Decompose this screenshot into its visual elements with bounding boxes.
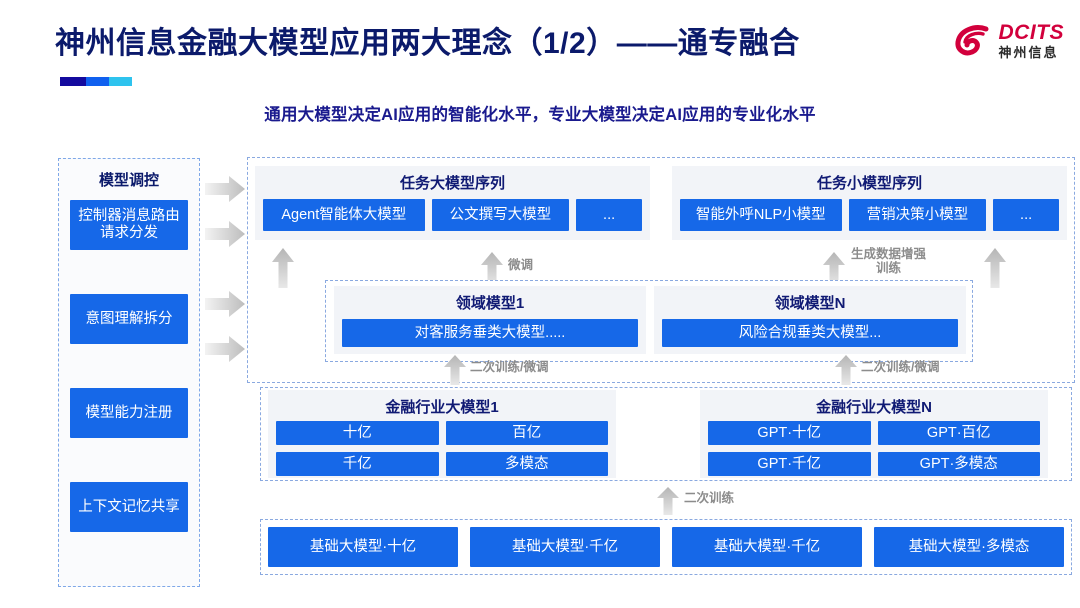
accent-bar: [60, 77, 132, 86]
domain-model-n-title: 领域模型N: [774, 295, 846, 312]
domain-model-n-row: 风险合规垂类大模型...: [654, 313, 966, 355]
model-box-base-multimodal[interactable]: 基础大模型·多模态: [874, 527, 1064, 567]
model-box-base-shiyi[interactable]: 基础大模型·十亿: [268, 527, 458, 567]
caption-data-augmentation: 生成数据增强 训练: [851, 247, 926, 276]
industry-model-n-title: 金融行业大模型N: [816, 399, 932, 416]
flow-arrow-up-left-edge: [272, 248, 294, 288]
accent-segment-1: [60, 77, 86, 86]
model-box-more-large[interactable]: ...: [576, 199, 642, 231]
model-box-indn-gpt-qianyi[interactable]: GPT·千亿: [708, 452, 871, 476]
base-model-row: 基础大模型·十亿 基础大模型·千亿 基础大模型·千亿 基础大模型·多模态: [268, 527, 1064, 567]
model-control-title: 模型调控: [98, 172, 159, 189]
flow-arrow-up-right-edge: [984, 248, 1006, 288]
flow-arrow-up-data-aug: [823, 252, 845, 286]
model-box-risk-compliance-vertical[interactable]: 风险合规垂类大模型...: [662, 319, 958, 347]
industry-model-1-title: 金融行业大模型1: [385, 399, 499, 416]
industry-model-1-grid: 十亿 百亿 千亿 多模态: [268, 417, 616, 484]
domain-model-1-title: 领域模型1: [455, 295, 525, 312]
logo-chinese: 神州信息: [998, 44, 1059, 60]
caption-retrain-finetune-left: 二次训练/微调: [470, 360, 549, 374]
sidebar-item-context-memory-share[interactable]: 上下文记忆共享: [70, 482, 188, 532]
page-subtitle: 通用大模型决定AI应用的智能化水平，专业大模型决定AI应用的专业化水平: [264, 106, 816, 124]
caption-fine-tune: 微调: [508, 258, 534, 272]
model-box-ind1-qianyi[interactable]: 千亿: [276, 452, 439, 476]
caption-retrain-finetune-right: 二次训练/微调: [861, 360, 940, 374]
industry-model-n-panel: 金融行业大模型N GPT·十亿 GPT·百亿 GPT·千亿 GPT·多模态: [700, 390, 1048, 478]
domain-model-n-panel: 领域模型N 风险合规垂类大模型...: [654, 286, 966, 354]
model-box-more-small[interactable]: ...: [993, 199, 1059, 231]
flow-arrow-up-retrain-right: [835, 355, 857, 385]
caption-retrain-center: 二次训练: [684, 491, 735, 505]
task-large-model-row: Agent智能体大模型 公文撰写大模型 ...: [255, 193, 650, 239]
brand-logo: DCITS 神州信息: [953, 20, 1065, 60]
task-large-model-panel: 任务大模型序列 Agent智能体大模型 公文撰写大模型 ...: [255, 166, 650, 240]
task-small-model-panel: 任务小模型序列 智能外呼NLP小模型 营销决策小模型 ...: [672, 166, 1067, 240]
model-box-indn-gpt-multimodal[interactable]: GPT·多模态: [877, 452, 1040, 476]
model-box-ind1-multimodal[interactable]: 多模态: [445, 452, 608, 476]
flow-arrow-right-2: [205, 221, 245, 247]
task-small-model-title: 任务小模型序列: [816, 175, 922, 192]
model-control-panel: 模型调控 控制器消息路由请求分发 意图理解拆分 模型能力注册 上下文记忆共享: [58, 158, 200, 587]
flow-arrow-right-3: [205, 291, 245, 317]
model-box-base-qianyi-2[interactable]: 基础大模型·千亿: [672, 527, 862, 567]
caption-data-augmentation-line1: 生成数据增强: [851, 247, 927, 261]
model-box-customer-service-vertical[interactable]: 对客服务垂类大模型.....: [342, 319, 638, 347]
flow-arrow-right-4: [205, 336, 245, 362]
model-box-outbound-nlp[interactable]: 智能外呼NLP小模型: [680, 199, 842, 231]
industry-model-n-grid: GPT·十亿 GPT·百亿 GPT·千亿 GPT·多模态: [700, 417, 1048, 484]
page-title: 神州信息金融大模型应用两大理念（1/2）——通专融合: [55, 27, 800, 60]
industry-model-1-panel: 金融行业大模型1 十亿 百亿 千亿 多模态: [268, 390, 616, 478]
flow-arrow-up-retrain-left: [444, 355, 466, 385]
model-box-indn-gpt-shiyi[interactable]: GPT·十亿: [708, 421, 871, 445]
sidebar-item-capability-register[interactable]: 模型能力注册: [70, 388, 188, 438]
domain-model-1-panel: 领域模型1 对客服务垂类大模型.....: [334, 286, 646, 354]
model-box-doc-writing[interactable]: 公文撰写大模型: [431, 199, 570, 231]
model-box-indn-gpt-baiyi[interactable]: GPT·百亿: [877, 421, 1040, 445]
model-box-ind1-baiyi[interactable]: 百亿: [445, 421, 608, 445]
model-box-base-qianyi-1[interactable]: 基础大模型·千亿: [470, 527, 660, 567]
task-large-model-title: 任务大模型序列: [399, 175, 505, 192]
logo-english: DCITS: [998, 20, 1064, 44]
flow-arrow-up-fine-tune: [481, 252, 503, 286]
accent-segment-3: [108, 77, 132, 86]
model-box-agent[interactable]: Agent智能体大模型: [263, 199, 425, 231]
model-box-marketing-decision[interactable]: 营销决策小模型: [848, 199, 987, 231]
sidebar-item-controller-routing[interactable]: 控制器消息路由请求分发: [70, 200, 188, 250]
task-layer-container: [247, 157, 1075, 383]
flow-arrow-up-retrain-center: [657, 487, 679, 515]
domain-model-1-row: 对客服务垂类大模型.....: [334, 313, 646, 355]
task-small-model-row: 智能外呼NLP小模型 营销决策小模型 ...: [672, 193, 1067, 239]
dcits-swirl-icon: [953, 20, 993, 60]
sidebar-item-intent-parsing[interactable]: 意图理解拆分: [70, 294, 188, 344]
model-box-ind1-shiyi[interactable]: 十亿: [276, 421, 439, 445]
flow-arrow-right-1: [205, 176, 245, 202]
accent-segment-2: [85, 77, 109, 86]
logo-text: DCITS 神州信息: [999, 22, 1065, 59]
caption-data-augmentation-line2: 训练: [876, 261, 902, 276]
